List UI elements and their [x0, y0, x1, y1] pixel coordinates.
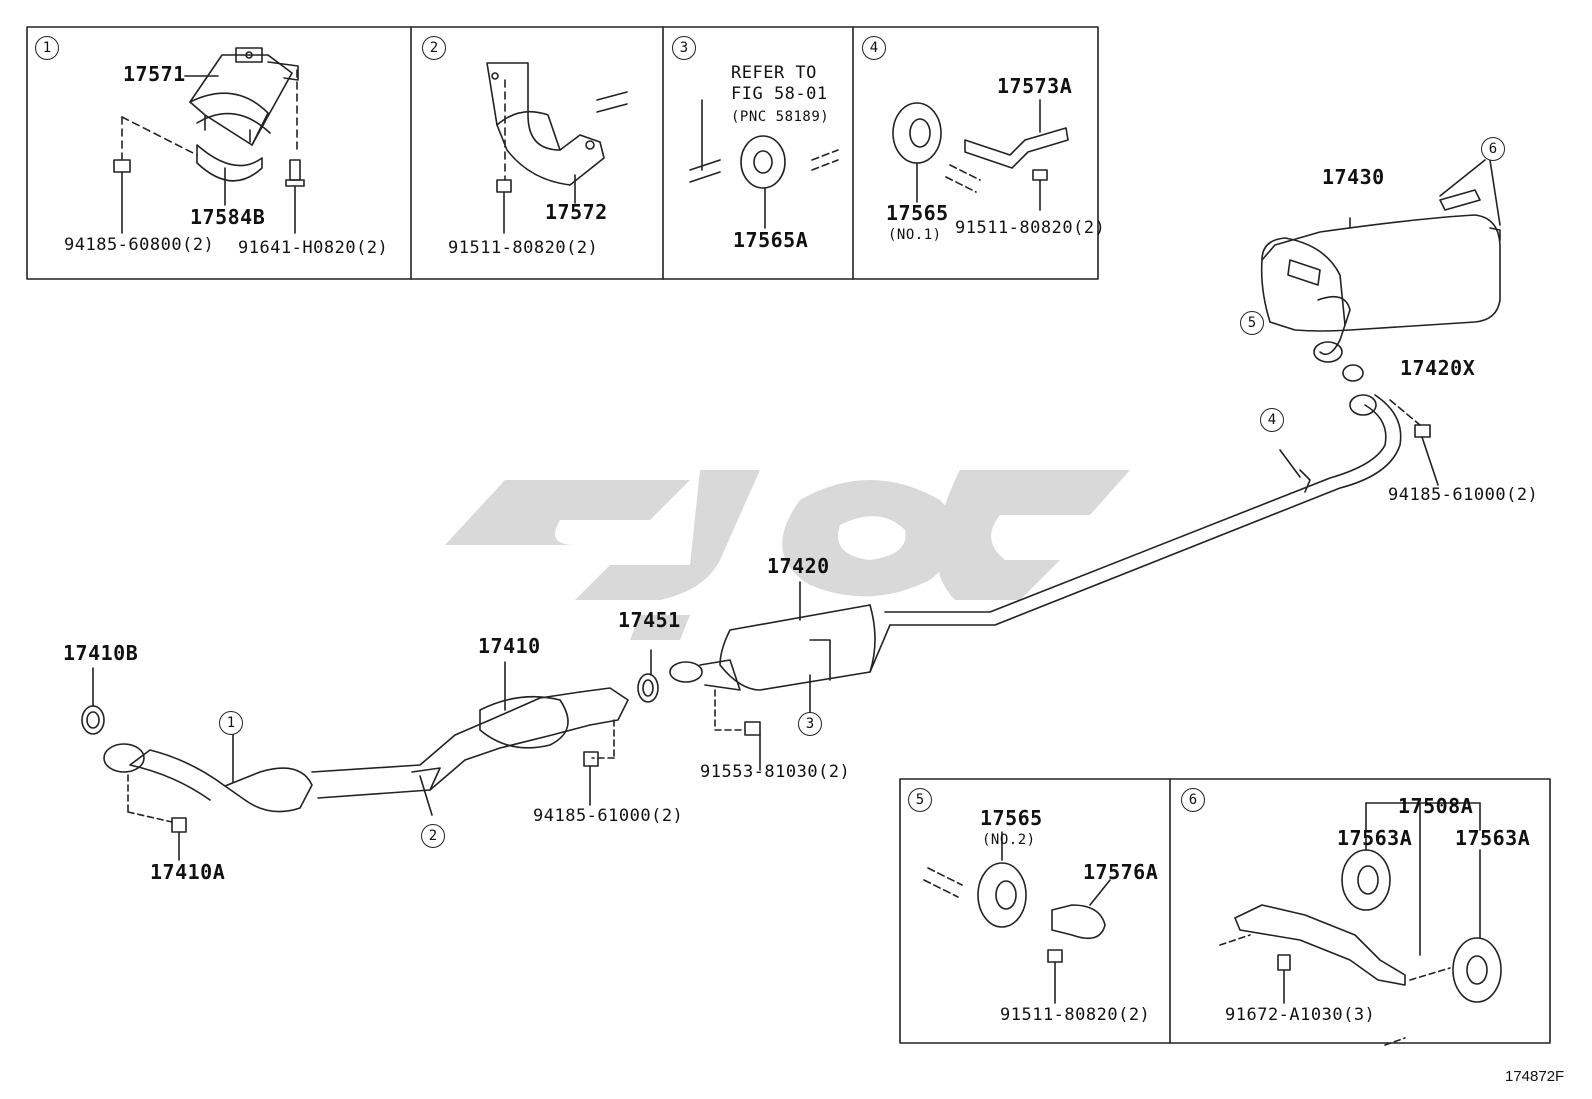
part-label-94185-61000-rear[interactable]: 94185-61000(2) — [1388, 485, 1539, 505]
part-label-17410[interactable]: 17410 — [478, 634, 541, 658]
callout-1[interactable]: 1 — [219, 711, 243, 735]
part-label-17571[interactable]: 17571 — [123, 62, 186, 86]
part-label-17576a[interactable]: 17576A — [1083, 860, 1159, 884]
part-label-91511-80820-p2[interactable]: 91511-80820(2) — [448, 238, 599, 258]
figure-code: 174872F — [1505, 1068, 1565, 1085]
panel3-hanger-drawing — [689, 99, 839, 229]
part-label-17410b[interactable]: 17410B — [63, 641, 139, 665]
part-label-17451[interactable]: 17451 — [618, 608, 681, 632]
panel4-hanger-drawing — [892, 99, 1069, 211]
panel-2-marker: 2 — [422, 36, 446, 60]
panel-6-marker: 6 — [1181, 788, 1205, 812]
part-label-17420x[interactable]: 17420X — [1400, 356, 1476, 380]
part-label-91641-h0820[interactable]: 91641-H0820(2) — [238, 238, 389, 258]
panel-1-marker: 1 — [35, 36, 59, 60]
part-label-17410a[interactable]: 17410A — [150, 860, 226, 884]
part-label-94185-60800[interactable]: 94185-60800(2) — [64, 235, 215, 255]
panel-3-marker: 3 — [672, 36, 696, 60]
callout-4[interactable]: 4 — [1260, 408, 1284, 432]
refer-line-2[interactable]: FIG 58-01 — [731, 84, 828, 104]
bottom-panels-frame — [899, 778, 1551, 1044]
part-label-94185-61000-front[interactable]: 94185-61000(2) — [533, 806, 684, 826]
panel2-bracket-drawing — [486, 62, 628, 234]
panel5-hanger-drawing — [923, 831, 1111, 1004]
part-label-17563a-right[interactable]: 17563A — [1455, 826, 1531, 850]
callout-6[interactable]: 6 — [1481, 137, 1505, 161]
callout-5[interactable]: 5 — [1240, 311, 1264, 335]
callout-3[interactable]: 3 — [798, 712, 822, 736]
part-label-17563a-left[interactable]: 17563A — [1337, 826, 1413, 850]
part-label-17573a[interactable]: 17573A — [997, 74, 1073, 98]
part-label-17420[interactable]: 17420 — [767, 554, 830, 578]
panel6-hanger-drawing — [1219, 802, 1502, 1046]
panel1-bracket-drawing — [113, 47, 305, 234]
part-label-17430[interactable]: 17430 — [1322, 165, 1385, 189]
muffler-drawing — [1260, 159, 1501, 382]
part-note-no1: (NO.1) — [888, 227, 942, 243]
refer-line-1: REFER TO — [731, 63, 817, 83]
part-label-91511-80820-p4[interactable]: 91511-80820(2) — [955, 218, 1106, 238]
part-label-91511-80820-p5[interactable]: 91511-80820(2) — [1000, 1005, 1151, 1025]
panel-4-marker: 4 — [862, 36, 886, 60]
part-label-17565a[interactable]: 17565A — [733, 228, 809, 252]
panel-5-marker: 5 — [908, 788, 932, 812]
part-label-17508a[interactable]: 17508A — [1398, 794, 1474, 818]
callout-2[interactable]: 2 — [421, 824, 445, 848]
part-label-17584b[interactable]: 17584B — [190, 205, 266, 229]
part-label-17572[interactable]: 17572 — [545, 200, 608, 224]
part-label-17565-no1[interactable]: 17565 — [886, 201, 949, 225]
refer-line-3: (PNC 58189) — [731, 109, 830, 125]
part-label-17565-no2[interactable]: 17565 — [980, 806, 1043, 830]
part-label-91672-a1030[interactable]: 91672-A1030(3) — [1225, 1005, 1376, 1025]
top-panels-frame — [26, 26, 1099, 280]
part-note-no2: (NO.2) — [982, 832, 1036, 848]
main-pipe-drawing — [81, 394, 1439, 861]
part-label-91553-81030[interactable]: 91553-81030(2) — [700, 762, 851, 782]
watermark-logo — [445, 470, 1130, 640]
